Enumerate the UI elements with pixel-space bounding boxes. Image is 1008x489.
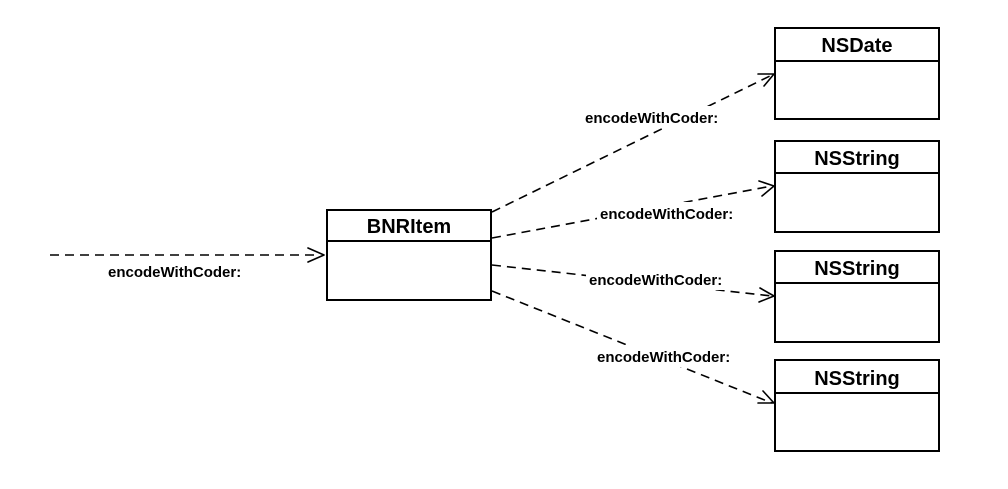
message-label-nsstring-1: encodeWithCoder: [600, 206, 733, 223]
entry-message-label: encodeWithCoder: [108, 264, 241, 281]
nsstring-box-3: NSString [774, 359, 940, 452]
message-label-nsdate: encodeWithCoder: [585, 110, 718, 127]
nsstring-title-1: NSString [814, 148, 900, 170]
nsstring-title-2: NSString [814, 258, 900, 280]
entry-message-label-group: encodeWithCoder: [108, 264, 241, 281]
entry-arrow [50, 247, 325, 263]
bnritem-box: BNRItem [326, 209, 492, 301]
nsdate-box: NSDate [774, 27, 940, 120]
nsdate-title: NSDate [821, 35, 892, 57]
message-label-nsstring-2-group: encodeWithCoder: [586, 268, 754, 290]
message-label-nsstring-1-group: encodeWithCoder: [597, 202, 765, 224]
message-label-nsdate-group: encodeWithCoder: [582, 106, 750, 128]
message-label-nsstring-3: encodeWithCoder: [597, 349, 730, 366]
nsstring-box-2: NSString [774, 250, 940, 343]
nsstring-box-1: NSString [774, 140, 940, 233]
arrow-to-nsdate [491, 73, 775, 213]
message-label-nsstring-3-group: encodeWithCoder: [594, 345, 762, 367]
message-label-nsstring-2: encodeWithCoder: [589, 272, 722, 289]
nsstring-title-3: NSString [814, 368, 900, 390]
bnritem-title: BNRItem [367, 216, 451, 238]
